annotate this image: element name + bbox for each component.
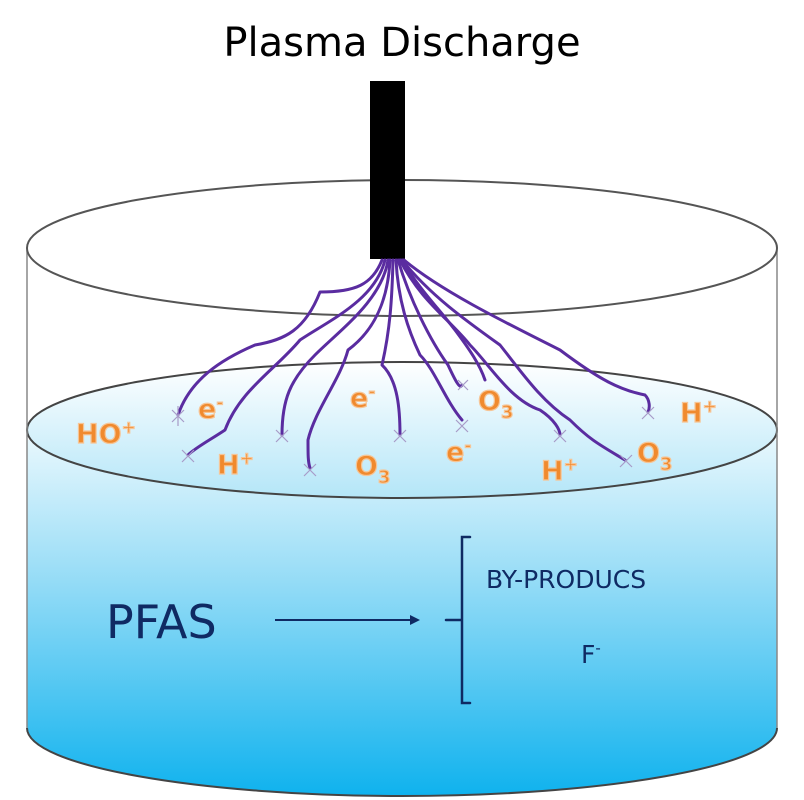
reactant-pfas: PFAS <box>106 595 217 649</box>
species-label: e- <box>198 393 223 425</box>
spark-icon <box>455 419 469 433</box>
species-label: O3 <box>478 386 513 423</box>
filament <box>176 258 384 417</box>
electrode <box>370 81 405 259</box>
species-label: O3 <box>637 438 672 475</box>
spark-icon <box>641 406 655 420</box>
discharge-filaments <box>176 258 651 470</box>
spark-icon <box>275 429 289 443</box>
species-label: H+ <box>680 397 717 429</box>
filament <box>186 258 387 457</box>
filament <box>396 258 464 388</box>
species-label: H+ <box>541 455 578 487</box>
surface-species: HO+ e- H+ e- O3 e- O3 H+ H+ O3 <box>75 381 717 488</box>
filament <box>394 258 464 422</box>
species-label: HO+ <box>76 418 136 450</box>
species-label: e- <box>446 436 471 468</box>
filament <box>380 258 402 437</box>
species-label: H+ <box>217 449 254 481</box>
spark-tips <box>171 379 655 477</box>
spark-icon <box>303 463 317 477</box>
spark-icon <box>393 429 407 443</box>
spark-icon <box>553 429 567 443</box>
species-label: O3 <box>355 451 390 488</box>
spark-icon <box>457 379 469 391</box>
water-surface <box>26 361 778 499</box>
filament <box>402 258 651 414</box>
product-byproducts: BY-PRODUCS <box>486 565 646 594</box>
vessel-bottom-outline <box>26 727 778 798</box>
filament <box>400 258 627 462</box>
filament <box>306 258 392 470</box>
spark-icon <box>619 454 633 468</box>
filament <box>401 260 487 382</box>
reaction: PFAS BY-PRODUCS F- <box>106 535 646 705</box>
filament <box>280 258 390 437</box>
filament <box>398 258 562 437</box>
spark-icon <box>171 406 185 426</box>
species-label: e- <box>350 382 375 414</box>
arrow-head-icon <box>410 615 420 625</box>
spark-icon <box>181 449 195 463</box>
product-bracket <box>444 535 472 705</box>
product-fluoride: F- <box>581 639 601 669</box>
water-body <box>27 440 777 796</box>
diagram-title: Plasma Discharge <box>223 20 580 66</box>
